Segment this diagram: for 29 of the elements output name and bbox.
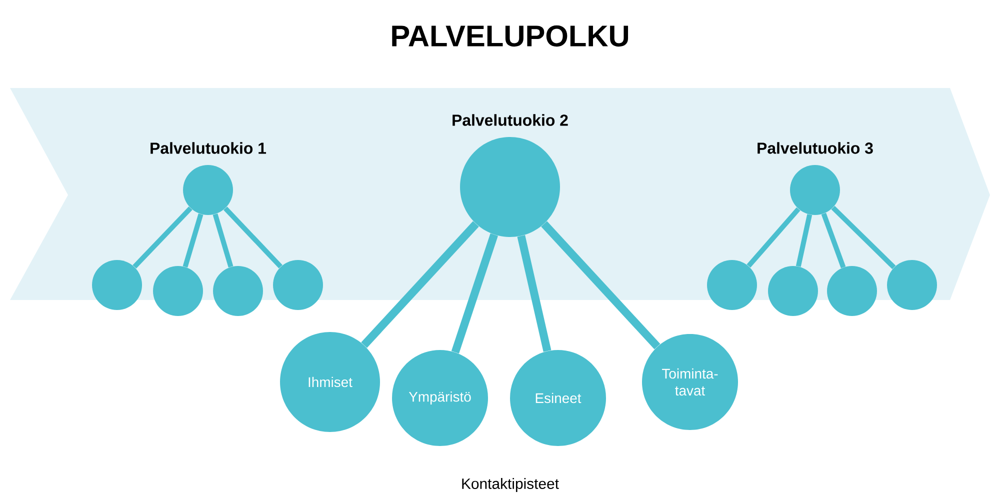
connector-line [746, 207, 800, 268]
connector-line [796, 214, 812, 267]
connector-line [132, 206, 192, 269]
circle-node [153, 266, 203, 316]
connector-line [821, 212, 846, 268]
connector-line [451, 233, 498, 354]
connector-line [541, 221, 660, 350]
node-label: Palvelutuokio 3 [758, 142, 873, 154]
connector-line [361, 221, 479, 348]
circle-node: Toiminta-tavat [642, 334, 738, 430]
connector-line [517, 235, 552, 352]
circle-node [827, 266, 877, 316]
connector-line [212, 213, 234, 268]
node-label: Palvelutuokio 1 [150, 142, 266, 154]
circle-node: Ihmiset [280, 332, 380, 432]
circle-node [707, 260, 757, 310]
title: PALVELUPOLKU [392, 25, 628, 47]
circle-node [273, 260, 323, 310]
caption-label: Kontaktipisteet [462, 478, 559, 492]
circle-node [768, 266, 818, 316]
circle-node [887, 260, 937, 310]
connector-line [224, 206, 282, 268]
connector-line [831, 206, 896, 270]
circle-node [213, 266, 263, 316]
node-label: Palvelutuokio 2 [452, 114, 568, 126]
circle-node [92, 260, 142, 310]
connector-line [182, 213, 204, 268]
circle-node: Ympäristö [392, 350, 488, 446]
circle-node: Esineet [510, 350, 606, 446]
